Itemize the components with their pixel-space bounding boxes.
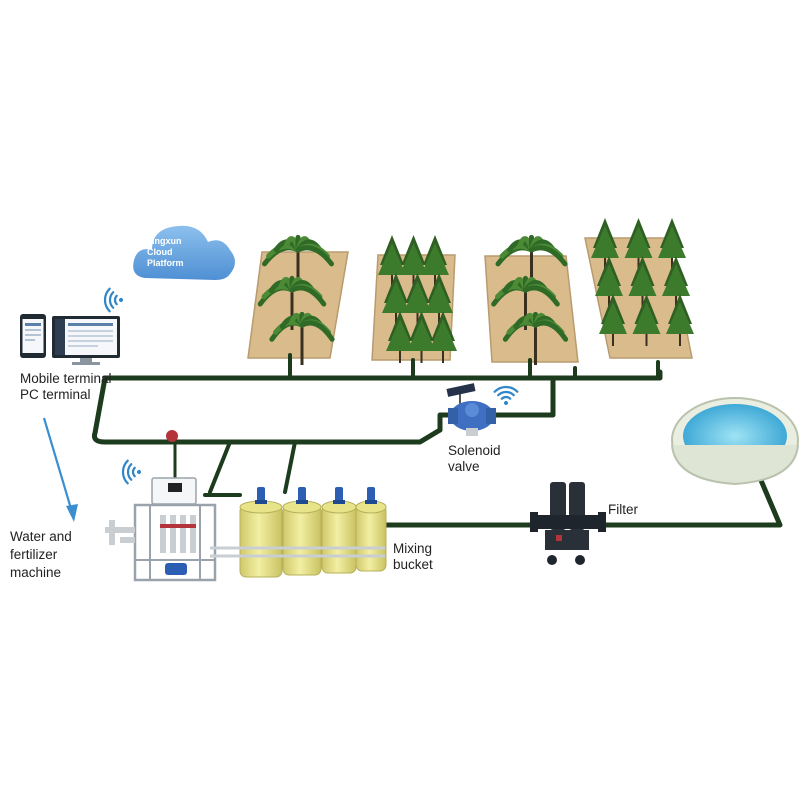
terminals-label-line-1: Mobile terminal [20, 371, 112, 386]
palm-plant-icon [262, 235, 334, 290]
conifer-tree-icon [599, 294, 627, 346]
cloud-label-line-1: Jingxun [147, 236, 182, 246]
mobile-phone-icon [20, 314, 46, 358]
solenoid-label-line-1: Solenoid [448, 443, 501, 458]
wifi-icon [121, 459, 141, 485]
mixing-tank-3 [321, 487, 357, 574]
terminals-label: Mobile terminal PC terminal [20, 371, 112, 403]
tank-feed-2 [283, 440, 297, 494]
machine-label-line-1: Water and [10, 529, 72, 544]
planting-fields [247, 218, 694, 365]
terminals-label-line-2: PC terminal [20, 387, 91, 402]
water-pool [671, 397, 799, 486]
conifer-tree-icon [429, 311, 457, 363]
wifi-icon [103, 287, 123, 313]
valve-branch [437, 375, 556, 433]
palm-plant-icon [491, 276, 560, 330]
conifer-tree-icon [632, 294, 661, 346]
solenoid-valve-label: Solenoid valve [448, 443, 501, 475]
machine-label: Water and fertilizer machine [10, 528, 72, 582]
field-4 [584, 218, 694, 359]
field-2 [371, 235, 457, 363]
field-1 [247, 235, 349, 365]
cloud-platform-label: Jingxun Cloud Platform [147, 236, 184, 269]
palm-plant-icon [502, 311, 569, 365]
pipe-valve-icon [166, 430, 178, 442]
mixing-tank-2 [282, 487, 322, 576]
cloud-platform-icon [133, 225, 235, 280]
conifer-tree-icon [666, 294, 694, 346]
solenoid-label-line-2: valve [448, 459, 480, 474]
fertilizer-machine [105, 477, 217, 582]
conifer-tree-icon [386, 311, 414, 363]
palm-plant-icon [495, 235, 568, 290]
main-pipe-loop [92, 369, 663, 445]
solenoid-valve-icon [446, 383, 496, 436]
mixing-label-line-1: Mixing [393, 541, 433, 556]
wifi-icon [493, 385, 519, 405]
pc-monitor-icon [52, 316, 120, 365]
mixing-tank-4 [355, 487, 387, 572]
mixing-bucket-label: Mixing bucket [393, 541, 433, 573]
flow-arrow [42, 417, 78, 522]
cloud-label-line-2: Cloud [147, 247, 173, 257]
palm-plant-icon [269, 311, 335, 365]
machine-label-line-3: machine [10, 565, 62, 580]
filter-label-line-1: Filter [608, 502, 638, 517]
cloud-label-line-3: Platform [147, 258, 184, 268]
machine-label-line-2: fertilizer [10, 547, 58, 562]
supply-pipe [382, 475, 783, 528]
filter-icon [530, 482, 606, 565]
mixing-label-line-2: bucket [393, 557, 433, 572]
conifer-tree-icon [407, 311, 436, 363]
tank-connectors [210, 546, 385, 558]
tank-feed-1 [208, 440, 232, 494]
mixing-tanks [239, 487, 387, 578]
filter-label: Filter [608, 502, 638, 518]
pipe-network [92, 353, 783, 528]
mixing-tank-1 [239, 487, 283, 578]
field-3 [484, 235, 579, 365]
